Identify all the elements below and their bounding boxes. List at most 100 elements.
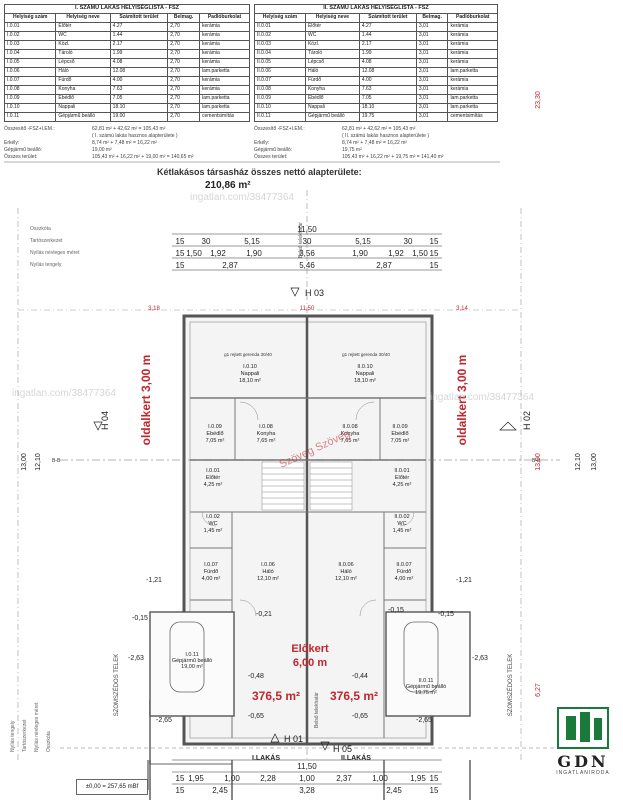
- room-id: II.0.06: [338, 562, 353, 568]
- unit-label: I.LAKÁS: [252, 753, 280, 762]
- dim-text: 15: [430, 249, 439, 258]
- legend-label: Osszkóta: [30, 226, 51, 232]
- level-mark: -0,15: [438, 611, 454, 618]
- lot-area-left: 376,5 m²: [252, 689, 300, 703]
- room-name: Ebédlő: [391, 431, 408, 437]
- section-label: H 05: [333, 744, 352, 754]
- room-id: I.0.09: [208, 424, 222, 430]
- dim-text: 15: [176, 786, 185, 795]
- dim-text: 13,00: [591, 453, 598, 471]
- summary-value: ( I. számú lakás hasznos alapterülete ): [92, 133, 178, 139]
- room-name: Nappali: [356, 371, 375, 377]
- level-mark: -0,15: [132, 615, 148, 622]
- room-name: Konyha: [341, 431, 361, 437]
- dim-red: 3,18: [148, 306, 160, 312]
- level-mark: -0,65: [248, 713, 264, 720]
- room-area: 12,10 m²: [257, 576, 279, 582]
- dim-text: 1,90: [352, 249, 368, 258]
- legend-label: Nyílás tengely: [10, 720, 16, 752]
- summary-value: 8,74 m² + 7,48 m² = 16,22 m²: [342, 140, 408, 146]
- dim-total-top: 11,50: [297, 225, 317, 234]
- room-id: II.0.10: [357, 364, 372, 370]
- summary-row: Erkély:8,74 m² + 7,48 m² = 16,22 m²: [254, 140, 498, 147]
- room-name: Nappali: [241, 371, 260, 377]
- level-mark: -0,44: [352, 673, 368, 680]
- room-area: 1,45 m²: [393, 528, 412, 534]
- neighbor-label-right: SZOMSZÉDOS TELEK: [507, 654, 514, 717]
- dim-text: 3,56: [299, 249, 315, 258]
- summary-value: 105,43 m² + 16,22 m² + 19,00 m² = 140,65…: [92, 154, 194, 160]
- summary-row: ( I. számú lakás hasznos alapterülete ): [4, 133, 250, 140]
- area-summary-unit-1: Összesítő -FSZ+I.EM.:62,81 m² + 42,62 m²…: [4, 126, 250, 161]
- room-id: II.0.01: [394, 468, 409, 474]
- summary-value: 19,75 m²: [342, 147, 362, 153]
- summary-row: Erkély:8,74 m² + 7,48 m² = 16,22 m²: [4, 140, 250, 147]
- room-name: WC: [397, 521, 406, 527]
- room-name: Gépjármű beálló: [406, 684, 446, 690]
- room-area: 18,10 m²: [239, 378, 261, 384]
- room-area: 4,00 m²: [395, 576, 414, 582]
- logo-mark-icon: [557, 707, 609, 749]
- section-mark-h04: [93, 421, 103, 431]
- summary-label: Gépjármű beálló:: [4, 147, 43, 153]
- table-cell: Gépjármű beálló: [55, 112, 111, 122]
- dim-text: 30: [202, 237, 211, 246]
- level-mark: -0,65: [352, 713, 368, 720]
- garden-label-right: oldalkert 3,00 m: [455, 355, 469, 446]
- dim-text: 1,92: [388, 249, 404, 258]
- summary-value: ( II. számú lakás hasznos alapterülete ): [342, 133, 429, 139]
- summary-value: 105,43 m² + 16,22 m² + 19,75 m² = 141,40…: [342, 154, 444, 160]
- section-label: H 02: [522, 411, 532, 430]
- dim-text: 15: [430, 786, 439, 795]
- room-area: 18,10 m²: [354, 378, 376, 384]
- watermark: ingatlan.com/38477364: [12, 388, 116, 399]
- summary-label: Összes terület:: [4, 154, 38, 160]
- room-name: Háló: [340, 569, 351, 575]
- dim-text: 15: [176, 237, 185, 246]
- room-id: I.0.11: [185, 652, 198, 658]
- room-area: 12,10 m²: [335, 576, 357, 582]
- staircase: [261, 461, 353, 511]
- level-mark: -0,48: [248, 673, 264, 680]
- agency-logo: GDN INGATLANIRODA: [546, 706, 620, 776]
- boundary-label-bottom: Belső telekhatár: [314, 692, 320, 728]
- room-name: Gépjármű beálló: [172, 658, 212, 664]
- room-name: Előtér: [395, 475, 410, 481]
- dim-text: 15: [176, 774, 185, 783]
- dim-text: 1,00: [224, 774, 240, 783]
- dim-red: 23,30: [535, 91, 542, 109]
- summary-value: 19,00 m²: [92, 147, 112, 153]
- room-id: I.0.02: [206, 514, 220, 520]
- level-mark: -0,15: [388, 607, 404, 614]
- table-cell: cementsimítás: [199, 112, 250, 122]
- room-area: 4,00 m²: [202, 576, 221, 582]
- section-label: H 01: [284, 734, 303, 744]
- summary-row: ( II. számú lakás hasznos alapterülete ): [254, 133, 498, 140]
- summary-label: Összes terület:: [254, 154, 288, 160]
- area-summary-unit-2: Összesítő -FSZ+I.EM.:62,81 m² + 42,62 m²…: [254, 126, 498, 161]
- room-area: 4,25 m²: [204, 482, 223, 488]
- level-mark: -2,63: [128, 655, 144, 662]
- summary-value: 62,81 m² + 42,62 m² = 105,43 m²: [92, 126, 166, 132]
- garden-label-left: oldalkert 3,00 m: [139, 355, 153, 446]
- room-area: 7,65 m²: [341, 438, 360, 444]
- summary-row: Összes terület: 105,43 m² + 16,22 m² + 19…: [254, 154, 498, 161]
- room-id: II.0.11: [419, 678, 434, 684]
- room-id: I.0.01: [206, 468, 220, 474]
- room-id: II.0.09: [392, 424, 407, 430]
- logo-text: GDN: [557, 752, 609, 771]
- dim-text: 15: [430, 261, 439, 270]
- dim-text: 2,37: [336, 774, 352, 783]
- neighbor-label-left: SZOMSZÉDOS TELEK: [113, 654, 120, 717]
- room-id: II.0.07: [396, 562, 411, 568]
- summary-value: 62,81 m² + 42,62 m² = 105,43 m²: [342, 126, 416, 132]
- room-name: Fürdő: [397, 569, 411, 575]
- summary-row: Összesítő -FSZ+I.EM.:62,81 m² + 42,62 m²…: [254, 126, 498, 133]
- section-label: H 04: [100, 411, 110, 430]
